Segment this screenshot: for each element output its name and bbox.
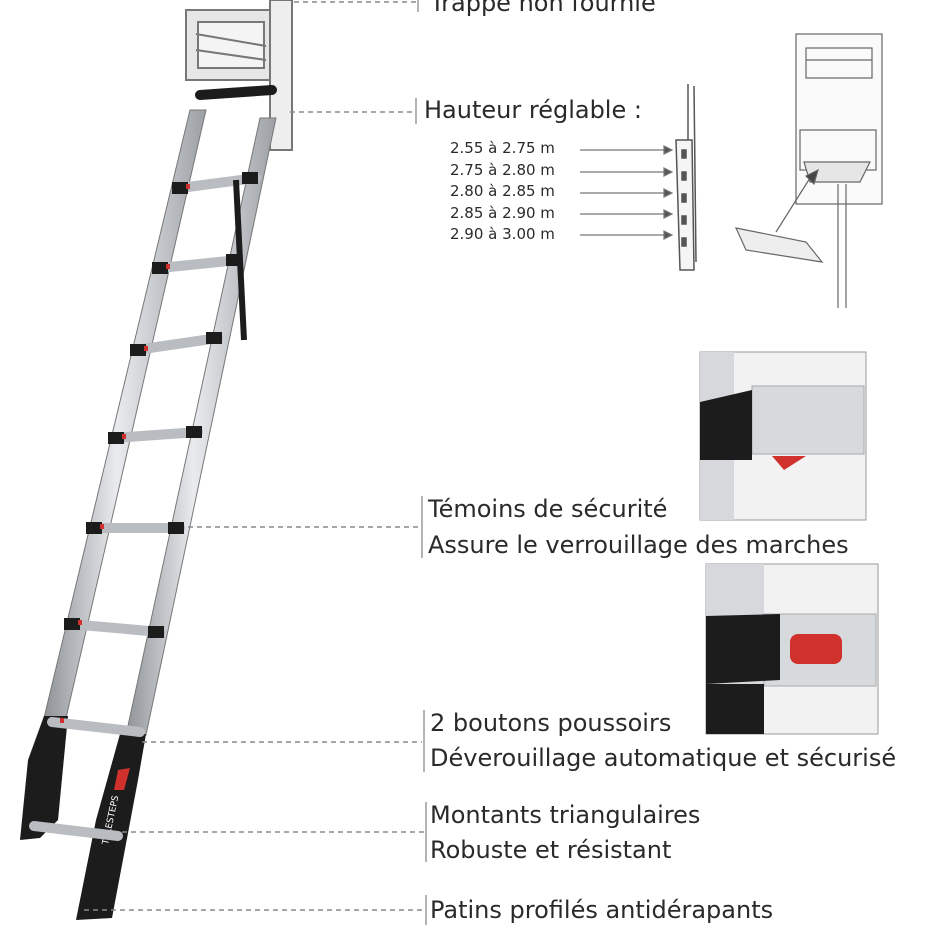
feature-safety-title: Témoins de sécurité — [428, 495, 668, 523]
brand-label — [114, 768, 130, 790]
height-item: 2.85 à 2.90 m — [450, 203, 555, 222]
push-button-photo — [705, 563, 879, 735]
height-arrows — [580, 145, 674, 240]
rung-clamps — [64, 172, 258, 638]
leader-lines — [84, 1, 424, 911]
top-label: Trappe non fournie — [430, 0, 656, 17]
feature-uprights-desc: Robuste et résistant — [430, 836, 672, 864]
strap — [233, 179, 247, 341]
safety-indicator-photo — [699, 351, 867, 521]
foot-sleeves — [20, 716, 146, 920]
feature-buttons-desc: Déverouillage automatique et sécurisé — [430, 744, 897, 772]
height-heading: Hauteur réglable : — [424, 96, 642, 124]
adjustable-bracket-sketch — [675, 84, 697, 271]
rung-red-indicators — [60, 184, 190, 723]
height-item: 2.75 à 2.80 m — [450, 160, 555, 179]
ladder-rails — [43, 109, 277, 736]
height-item: 2.80 à 2.85 m — [450, 182, 555, 200]
feature-safety-desc: Assure le verrouillage des marches — [428, 531, 849, 559]
height-item: 2.90 à 3.00 m — [450, 225, 555, 243]
hatch-installation-sketch — [734, 33, 883, 308]
feature-uprights-title: Montants triangulaires — [430, 801, 701, 829]
bracket-lines — [415, 0, 427, 925]
feature-feet-title: Patins profilés antidérapants — [430, 896, 774, 924]
height-item: 2.55 à 2.75 m — [450, 139, 555, 157]
feature-buttons-title: 2 boutons poussoirs — [430, 709, 672, 737]
hatch-frame — [185, 0, 293, 151]
height-list: 2.55 à 2.75 m 2.75 à 2.80 m 2.80 à 2.85 … — [450, 138, 555, 246]
